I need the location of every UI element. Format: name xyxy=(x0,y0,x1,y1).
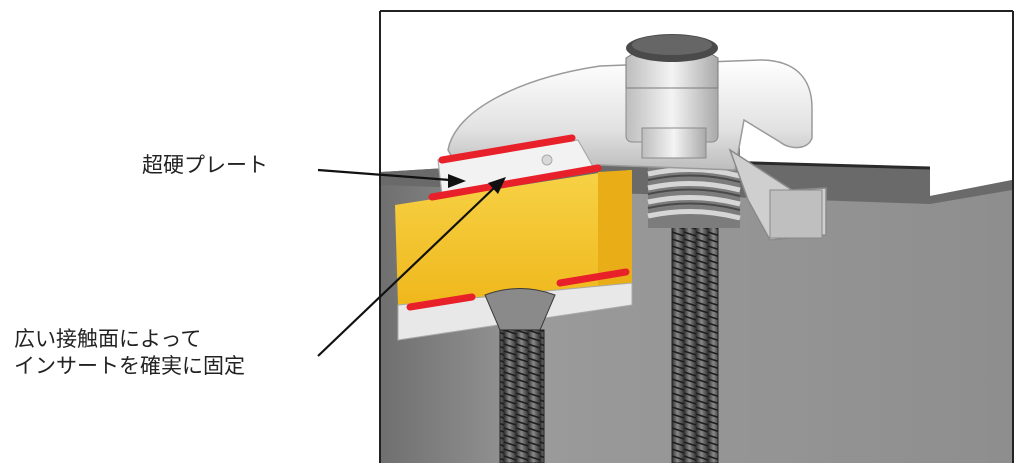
clamp-screw-icon xyxy=(671,214,719,463)
contact-label-line-1: 広い接触面によって xyxy=(14,327,202,351)
screw-head-icon xyxy=(625,34,719,159)
frame xyxy=(379,10,1014,463)
leader-arrows xyxy=(317,168,506,357)
contact-surface-label: 広い接触面によって インサートを確実に固定 xyxy=(14,326,245,381)
contact-label-line-2: インサートを確実に固定 xyxy=(14,354,245,379)
insert-screw-icon xyxy=(484,288,556,463)
carbide-plate-label: 超硬プレート xyxy=(142,153,268,177)
contact-highlights xyxy=(406,134,630,311)
